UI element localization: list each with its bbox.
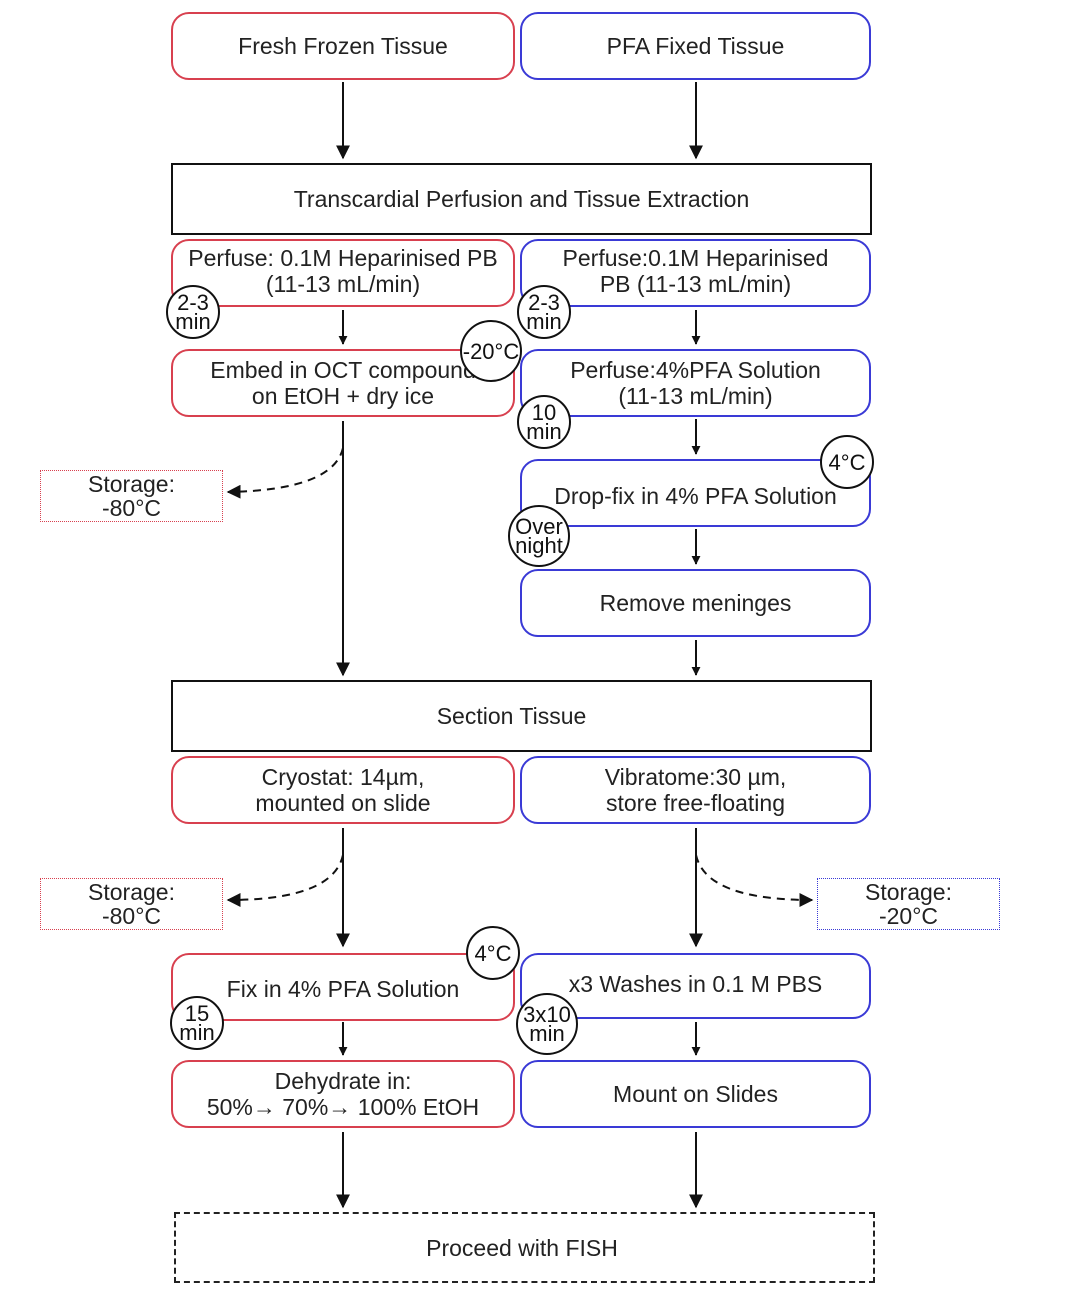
fixed-perfuse-pb-box: Perfuse:0.1M Heparinised PB (11-13 mL/mi… <box>520 239 871 307</box>
frozen-embed-box: Embed in OCT compound on EtOH + dry ice <box>171 349 515 417</box>
arrow-frozen-storage-2 <box>226 854 344 907</box>
fixed-drop-fix-time-badge: Over night <box>508 505 570 567</box>
section-tissue-box: Section Tissue <box>171 680 872 752</box>
frozen-storage-2-label: Storage: -80°C <box>88 879 175 929</box>
frozen-fix-box: Fix in 4% PFA Solution <box>171 953 515 1021</box>
fixed-washes-label: x3 Washes in 0.1 M PBS <box>568 971 823 997</box>
fixed-remove-meninges-box: Remove meninges <box>520 569 871 637</box>
fixed-vibratome-label: Vibratome:30 µm, store free-floating <box>604 764 787 816</box>
fixed-storage-box: Storage: -20°C <box>817 878 1000 930</box>
frozen-fix-temp-label: 4°C <box>474 940 512 966</box>
frozen-fix-time-label: 15 min <box>179 1001 215 1045</box>
arrow-frozen-storage-1 <box>226 447 344 499</box>
frozen-storage-2-box: Storage: -80°C <box>40 878 223 930</box>
frozen-dehydrate-label: Dehydrate in: 50%→ 70%→ 100% EtOH <box>206 1068 480 1120</box>
fixed-drop-fix-temp-badge: 4°C <box>820 435 874 489</box>
perfusion-extraction-box: Transcardial Perfusion and Tissue Extrac… <box>171 163 872 235</box>
frozen-perfuse-time-badge: 2-3 min <box>166 285 220 339</box>
section-tissue-label: Section Tissue <box>436 703 587 729</box>
proceed-with-fish-label: Proceed with FISH <box>426 1234 618 1261</box>
frozen-dehydrate-box: Dehydrate in: 50%→ 70%→ 100% EtOH <box>171 1060 515 1128</box>
fixed-perfuse-pfa-box: Perfuse:4%PFA Solution (11-13 mL/min) <box>520 349 871 417</box>
fixed-drop-fix-label: Drop-fix in 4% PFA Solution <box>554 483 837 509</box>
fixed-washes-time-badge: 3x10 min <box>516 993 578 1055</box>
fixed-perfuse-pfa-label: Perfuse:4%PFA Solution (11-13 mL/min) <box>570 357 821 409</box>
perfusion-extraction-label: Transcardial Perfusion and Tissue Extrac… <box>293 186 750 212</box>
frozen-cryostat-box: Cryostat: 14µm, mounted on slide <box>171 756 515 824</box>
fixed-mount-label: Mount on Slides <box>613 1081 778 1107</box>
fixed-mount-box: Mount on Slides <box>520 1060 871 1128</box>
frozen-embed-temp-label: -20°C <box>462 338 520 364</box>
arrow-fixed-storage <box>695 854 814 907</box>
fresh-frozen-tissue-label: Fresh Frozen Tissue <box>238 33 448 59</box>
fixed-storage-label: Storage: -20°C <box>865 879 952 929</box>
fixed-perfuse-pb-label: Perfuse:0.1M Heparinised PB (11-13 mL/mi… <box>562 245 829 297</box>
fixed-washes-time-label: 3x10 min <box>523 1002 571 1046</box>
fixed-perfuse-pfa-time-label: 10 min <box>526 400 562 444</box>
frozen-embed-label: Embed in OCT compound on EtOH + dry ice <box>210 357 476 409</box>
fixed-drop-fix-box: Drop-fix in 4% PFA Solution <box>520 459 871 527</box>
fixed-washes-box: x3 Washes in 0.1 M PBS <box>520 953 871 1019</box>
fixed-perfuse-pb-time-label: 2-3 min <box>526 290 562 334</box>
frozen-fix-time-badge: 15 min <box>170 996 224 1050</box>
fresh-frozen-tissue-box: Fresh Frozen Tissue <box>171 12 515 80</box>
fixed-vibratome-box: Vibratome:30 µm, store free-floating <box>520 756 871 824</box>
frozen-perfuse-label: Perfuse: 0.1M Heparinised PB (11-13 mL/m… <box>188 245 498 297</box>
fixed-remove-meninges-label: Remove meninges <box>599 590 792 616</box>
frozen-fix-temp-badge: 4°C <box>466 926 520 980</box>
frozen-embed-temp-badge: -20°C <box>460 320 522 382</box>
frozen-perfuse-box: Perfuse: 0.1M Heparinised PB (11-13 mL/m… <box>171 239 515 307</box>
pfa-fixed-tissue-box: PFA Fixed Tissue <box>520 12 871 80</box>
frozen-storage-1-box: Storage: -80°C <box>40 470 223 522</box>
pfa-fixed-tissue-label: PFA Fixed Tissue <box>606 33 785 59</box>
proceed-with-fish-box: Proceed with FISH <box>174 1212 875 1283</box>
frozen-storage-1-label: Storage: -80°C <box>88 471 175 521</box>
fixed-perfuse-pfa-time-badge: 10 min <box>517 395 571 449</box>
frozen-cryostat-label: Cryostat: 14µm, mounted on slide <box>255 764 431 816</box>
fixed-drop-fix-temp-label: 4°C <box>828 449 866 475</box>
fixed-perfuse-pb-time-badge: 2-3 min <box>517 285 571 339</box>
frozen-fix-label: Fix in 4% PFA Solution <box>226 976 460 1002</box>
frozen-perfuse-time-label: 2-3 min <box>175 290 211 334</box>
fixed-drop-fix-time-label: Over night <box>515 514 563 558</box>
